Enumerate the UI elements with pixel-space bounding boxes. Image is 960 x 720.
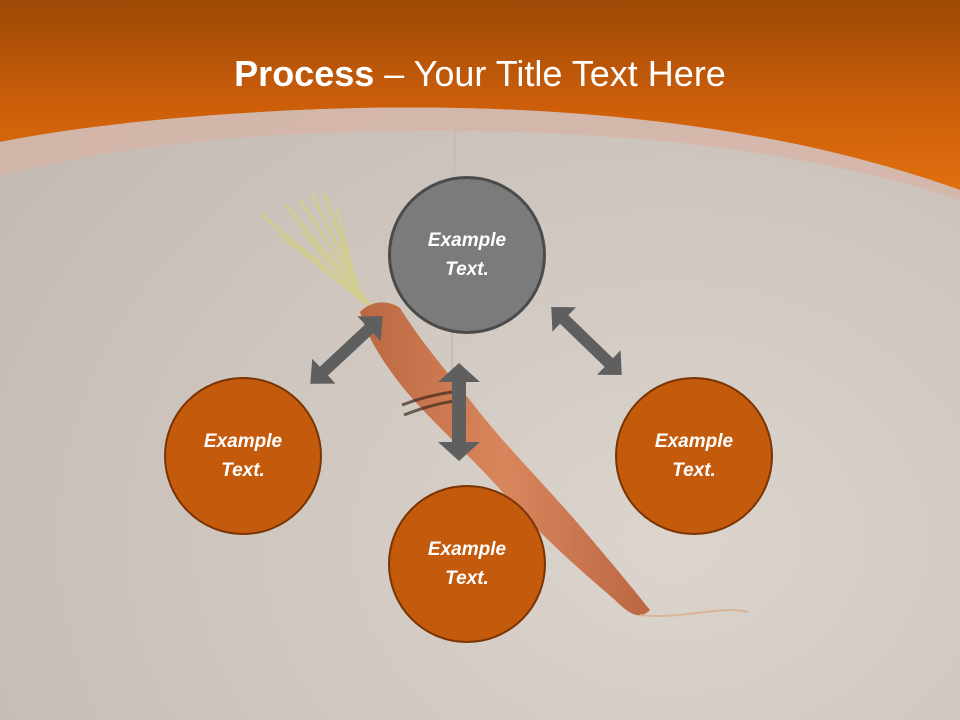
header-band [0,0,960,190]
carrot-greens [260,194,372,307]
carrot-body [360,302,650,616]
right-node: Example Text. [615,377,773,535]
bottom-node: Example Text. [388,485,546,643]
left-node: Example Text. [164,377,322,535]
title-rest: – Your Title Text Here [374,53,726,94]
title-bold: Process [234,53,375,94]
bottom-node-text: Example Text. [427,539,507,589]
arrow-vertical [438,363,480,461]
right-node-text: Example Text. [654,431,734,481]
header-swoosh [0,107,960,200]
slide-title: Process – Your Title Text Here [0,52,960,96]
carrot-tie [401,390,456,417]
arrow-right [551,306,622,376]
center-node: Example Text. [388,176,546,334]
left-node-text: Example Text. [203,431,283,481]
center-node-text: Example Text. [427,230,507,280]
carrot-tail [639,609,749,617]
arrow-left [310,316,383,384]
arrows [310,306,622,461]
